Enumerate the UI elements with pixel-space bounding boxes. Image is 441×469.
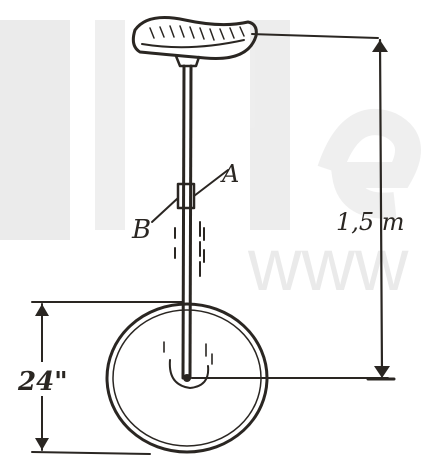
watermark-letter-l xyxy=(250,20,290,230)
watermark-letter-e xyxy=(317,109,421,219)
watermark-bar xyxy=(95,20,125,230)
wheel-label-bg xyxy=(14,362,76,396)
wheel-hub xyxy=(183,374,191,382)
wheel-dimension xyxy=(31,301,183,455)
arrow-down-small-icon xyxy=(35,438,49,450)
wheel-label: 24" xyxy=(17,367,68,397)
watermark-block-left xyxy=(0,20,70,240)
arrow-up-small-icon xyxy=(35,304,49,316)
handle-label-a: A xyxy=(220,160,239,188)
handle-label-b: B xyxy=(131,215,151,245)
arrow-up-icon xyxy=(372,40,388,52)
arrow-down-icon xyxy=(374,366,390,378)
watermark: www xyxy=(0,20,421,306)
height-dimension xyxy=(191,33,396,381)
height-label: 1,5 m xyxy=(336,208,405,236)
seat-icon xyxy=(131,16,258,68)
frame xyxy=(151,64,229,380)
